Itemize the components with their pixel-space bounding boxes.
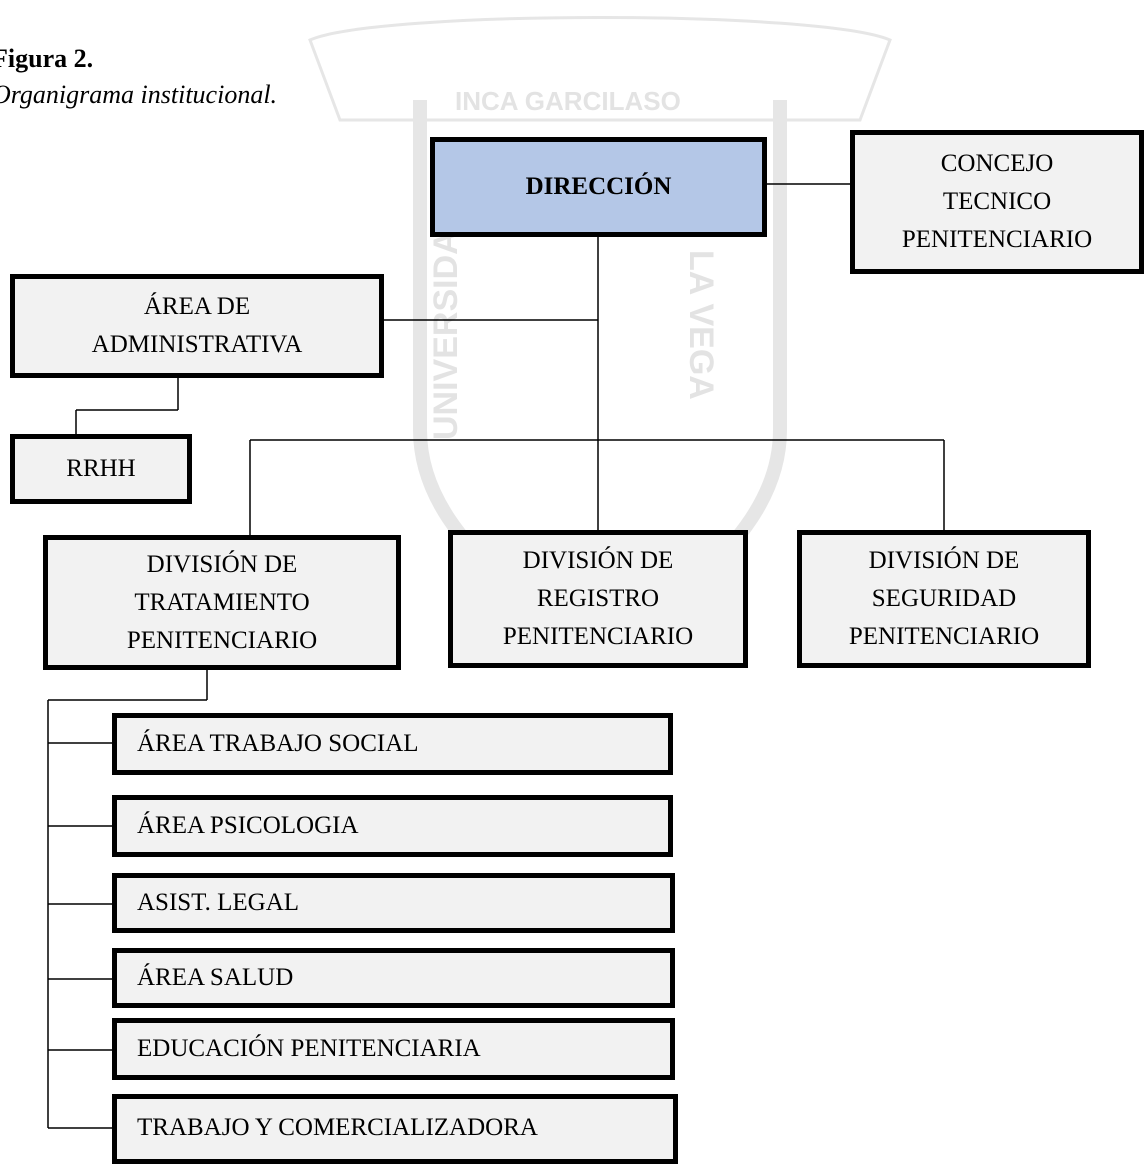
seguridad-label: DIVISIÓN DE SEGURIDAD PENITENCIARIO: [848, 547, 1040, 650]
registro-box: DIVISIÓN DE REGISTRO PENITENCIARIO: [448, 530, 748, 668]
concejo-box: CONCEJO TECNICO PENITENCIARIO: [850, 130, 1144, 274]
area-label: ÁREA PSICOLOGIA: [137, 812, 359, 839]
area-trabajo-social-box: ÁREA TRABAJO SOCIAL: [112, 713, 673, 775]
trabajo-comercializadora-box: TRABAJO Y COMERCIALIZADORA: [112, 1094, 678, 1164]
watermark-text-right: LA VEGA: [682, 250, 720, 400]
direccion-box: DIRECCIÓN: [430, 137, 767, 237]
rrhh-label: RRHH: [66, 455, 136, 482]
area-label: ÁREA TRABAJO SOCIAL: [137, 730, 419, 757]
area-label: EDUCACIÓN PENITENCIARIA: [137, 1035, 481, 1062]
direccion-label: DIRECCIÓN: [525, 173, 672, 200]
seguridad-box: DIVISIÓN DE SEGURIDAD PENITENCIARIO: [797, 530, 1091, 668]
area-psicologia-box: ÁREA PSICOLOGIA: [112, 795, 673, 857]
area-salud-box: ÁREA SALUD: [112, 948, 675, 1008]
watermark-text-top: INCA GARCILASO: [455, 86, 681, 116]
administrativa-box: ÁREA DE ADMINISTRATIVA: [10, 274, 384, 378]
area-label: TRABAJO Y COMERCIALIZADORA: [137, 1114, 538, 1141]
area-label: ASIST. LEGAL: [137, 889, 300, 916]
tratamiento-box: DIVISIÓN DE TRATAMIENTO PENITENCIARIO: [43, 535, 401, 670]
area-label: ÁREA SALUD: [137, 964, 294, 991]
rrhh-box: RRHH: [10, 434, 192, 504]
figure-caption: Organigrama institucional.: [0, 80, 278, 109]
educacion-penitenciaria-box: EDUCACIÓN PENITENCIARIA: [112, 1018, 675, 1080]
registro-label: DIVISIÓN DE REGISTRO PENITENCIARIO: [502, 547, 694, 650]
concejo-label: CONCEJO TECNICO PENITENCIARIO: [901, 150, 1093, 253]
asist-legal-box: ASIST. LEGAL: [112, 873, 675, 933]
administrativa-label: ÁREA DE ADMINISTRATIVA: [91, 293, 303, 358]
tratamiento-label: DIVISIÓN DE TRATAMIENTO PENITENCIARIO: [126, 550, 318, 654]
watermark-text-left: UNIVERSIDAD: [427, 206, 465, 440]
figure-label: Figura 2.: [0, 44, 94, 73]
